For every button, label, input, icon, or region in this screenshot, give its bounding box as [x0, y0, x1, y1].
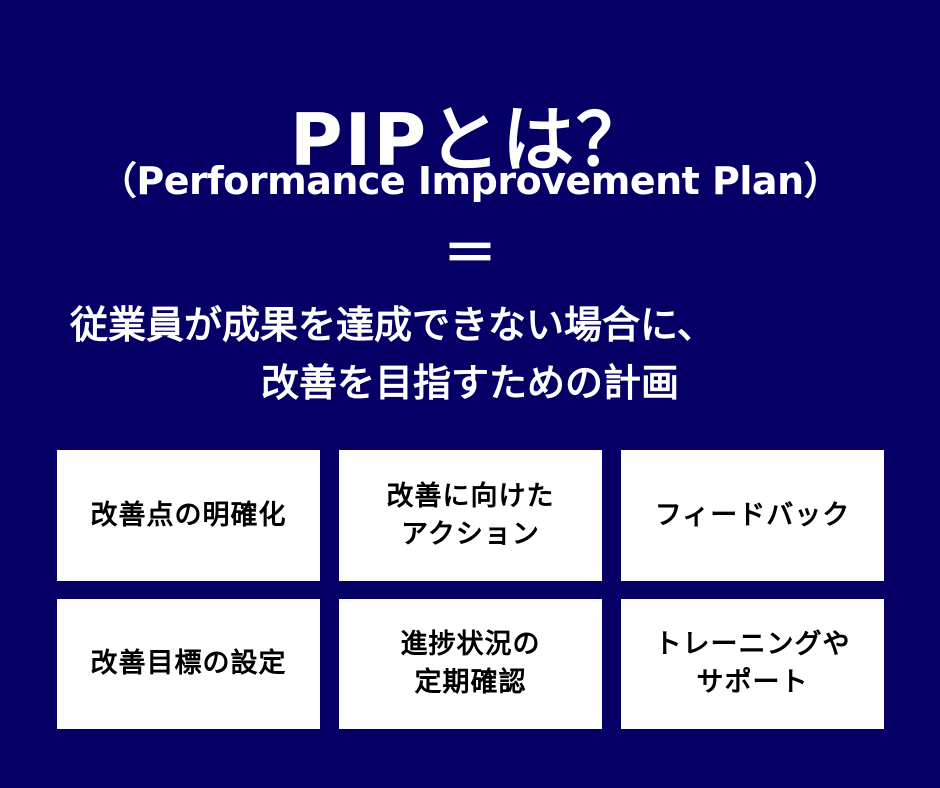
- card-label-line-2: サポート: [696, 667, 809, 698]
- definition-line-1: 従業員が成果を達成できない場合に、: [70, 303, 715, 347]
- definition-line-2: 改善を目指すための計画: [260, 361, 679, 405]
- card-set-improvement-goals: 改善目標の設定: [57, 599, 320, 729]
- card-label-line-1: 進捗状況の: [400, 629, 541, 660]
- card-feedback: フィードバック: [621, 450, 884, 581]
- card-label: フィードバック: [654, 499, 851, 531]
- card-progress-check: 進捗状況の 定期確認: [339, 599, 602, 729]
- card-label-line-1: トレーニングや: [654, 629, 851, 660]
- card-clarify-improvement-points: 改善点の明確化: [57, 450, 320, 581]
- card-label: 改善目標の設定: [90, 648, 287, 679]
- equals-sign: ＝: [443, 222, 497, 285]
- card-label: 改善点の明確化: [90, 499, 287, 531]
- page-title: PIPとは？: [289, 98, 651, 183]
- feature-card-grid: 改善点の明確化 改善に向けた アクション フィードバック 改善目標の設定 進捗状…: [57, 450, 884, 729]
- card-improvement-actions: 改善に向けた アクション: [339, 450, 602, 581]
- card-training-support: トレーニングや サポート: [621, 599, 884, 729]
- page-subtitle: （Performance Improvement Plan）: [98, 159, 842, 203]
- card-label-line-2: 定期確認: [414, 667, 527, 698]
- definition-text: 従業員が成果を達成できない場合に、 改善を目指すための計画: [0, 296, 940, 412]
- card-label-line-1: 改善に向けた: [386, 480, 555, 512]
- card-label-line-2: アクション: [401, 518, 540, 550]
